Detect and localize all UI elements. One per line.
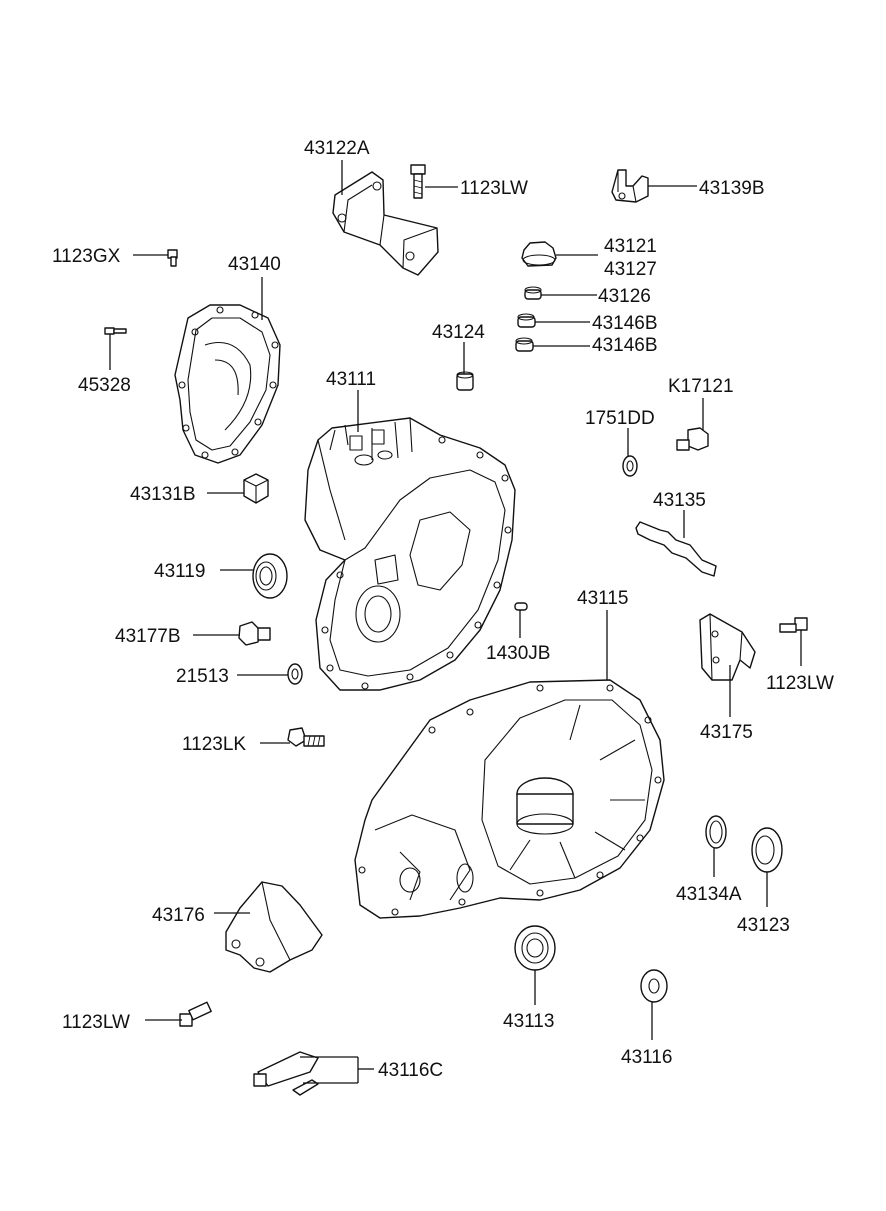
seal-43123 [751,827,783,873]
label-43115: 43115 [577,588,628,609]
label-43135: 43135 [653,490,706,511]
label-K17121: K17121 [668,376,734,397]
label-1751DD: 1751DD [585,408,655,429]
label-43175: 43175 [700,722,753,743]
bracket-43139B [611,169,649,203]
seal-43119 [252,553,288,599]
label-43131B: 43131B [130,484,196,505]
bracket-43122A [332,171,439,276]
label-43140: 43140 [228,254,281,275]
shim-43116 [640,969,668,1003]
label-43116: 43116 [621,1047,672,1068]
plate-43135 [635,521,717,577]
label-43121: 43121 [604,236,657,257]
pin-1430JB [514,602,528,611]
part-labels: 43122A 1123LW 43139B 1123GX 43140 43121 … [52,138,834,1081]
label-43116C: 43116C [378,1060,443,1081]
label-1430JB: 1430JB [486,643,550,664]
label-43119: 43119 [154,561,205,582]
housing-43115 [354,679,665,919]
bearing-43113 [514,925,556,971]
bolt-1123LW-bottom [179,1001,212,1027]
label-43134A: 43134A [676,884,742,905]
label-43127: 43127 [604,259,657,280]
bushing-43146B-b [515,337,534,352]
fitting-43177B [238,621,271,646]
label-43113: 43113 [503,1011,554,1032]
block-43131B [243,473,269,504]
bolt-1123LW-top [410,164,426,199]
bolt-1123LW-right [779,617,808,633]
sealant-tube-43116C [253,1051,319,1096]
plug-K17121 [676,427,709,451]
label-43177B: 43177B [115,626,181,647]
cover-43176 [225,881,323,973]
washer-1751DD [622,455,638,477]
label-1123GX: 1123GX [52,246,121,267]
cap-43121-43127 [521,241,557,267]
label-45328: 45328 [78,375,131,396]
label-1123LW-top: 1123LW [460,178,528,199]
pin-45328 [104,327,127,335]
label-43146B-b: 43146B [592,335,658,356]
label-43176: 43176 [152,905,205,926]
label-1123LW-bottom: 1123LW [62,1012,130,1033]
label-43111: 43111 [326,369,376,390]
washer-21513 [287,663,303,685]
label-1123LK: 1123LK [182,734,246,755]
cover-43140 [174,304,281,464]
seal-43134A [705,815,727,849]
case-43111 [304,417,516,691]
label-43124: 43124 [432,322,485,343]
label-43139B: 43139B [699,178,765,199]
leader-lines [109,160,802,1084]
label-43146B-a: 43146B [592,313,658,334]
label-1123LW-right: 1123LW [766,673,834,694]
label-43122A: 43122A [304,138,370,159]
bracket-43175 [699,613,756,681]
bolt-1123LK [287,727,325,747]
bushing-43146B-a [517,313,536,328]
bolt-1123GX [167,249,178,267]
label-43126: 43126 [598,286,651,307]
label-21513: 21513 [176,666,229,687]
label-43123: 43123 [737,915,790,936]
plug-43124 [456,371,474,391]
washer-43126 [524,286,542,300]
